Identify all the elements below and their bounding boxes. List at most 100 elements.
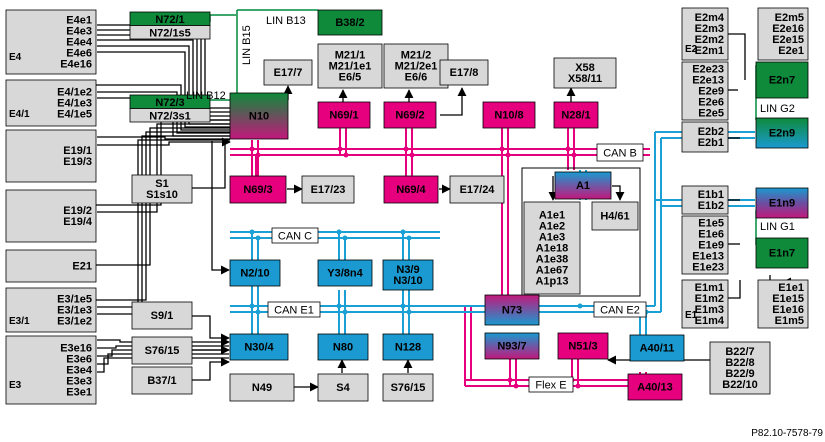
box-label: E19/4 bbox=[63, 216, 93, 228]
n49-box: N49 bbox=[229, 373, 295, 402]
box-label: N3/10 bbox=[393, 275, 422, 287]
group-tag: E2 bbox=[685, 44, 698, 55]
box-label: X58 bbox=[575, 62, 595, 74]
group-tag: E3 bbox=[9, 380, 22, 391]
box-label: E4e6 bbox=[66, 48, 92, 60]
svg-text:CAN B: CAN B bbox=[603, 148, 637, 160]
box-label: E2e1 bbox=[778, 45, 804, 57]
box-label: N69/2 bbox=[395, 110, 424, 122]
box-label: B22/9 bbox=[725, 368, 754, 380]
box-label: E3e1 bbox=[66, 387, 92, 399]
a40-13-box: A40/13 bbox=[627, 373, 683, 401]
box-label: A1p13 bbox=[535, 276, 568, 288]
box-label: E4/1e5 bbox=[57, 109, 92, 121]
box-label: N72/1s5 bbox=[149, 27, 191, 39]
svg-text:LIN B15: LIN B15 bbox=[241, 25, 253, 65]
can-b-label: CAN B bbox=[596, 143, 644, 162]
box-label: E6/6 bbox=[405, 72, 428, 84]
svg-text:CAN E2: CAN E2 bbox=[600, 305, 640, 317]
box-label: E2m3 bbox=[695, 23, 724, 35]
svg-text:CAN E1: CAN E1 bbox=[274, 305, 314, 317]
b38-2-box: B38/2 bbox=[317, 9, 383, 36]
box-label: A40/11 bbox=[640, 343, 675, 355]
box-label: E2e5 bbox=[698, 108, 724, 120]
box-label: S9/1 bbox=[151, 310, 174, 322]
box-label: E4e4 bbox=[66, 37, 93, 49]
box-label: N51/3 bbox=[568, 341, 597, 353]
s76-15a-box: S76/15 bbox=[131, 336, 193, 365]
box-label: M21/2e1 bbox=[395, 61, 438, 73]
box-label: N72/3 bbox=[155, 97, 184, 109]
n69-2-box: N69/2 bbox=[383, 101, 437, 129]
box-label: E17/23 bbox=[311, 184, 346, 196]
box-label: A1e1 bbox=[539, 210, 565, 222]
box-label: E1e15 bbox=[772, 293, 804, 305]
n30-4-box: N30/4 bbox=[229, 333, 289, 361]
box-label: N69/1 bbox=[329, 110, 358, 122]
box-label: E3/1e5 bbox=[57, 294, 92, 306]
can-e1-label: CAN E1 bbox=[267, 301, 321, 318]
n51-3-box: N51/3 bbox=[557, 332, 609, 360]
h4-61-box: H4/61 bbox=[591, 201, 639, 231]
reference-code: P82.10-7578-79 bbox=[751, 428, 823, 439]
box-label: E4e3 bbox=[66, 26, 92, 38]
box-label: M21/1 bbox=[335, 50, 366, 62]
s76-15b-box: S76/15 bbox=[382, 373, 434, 402]
box-label: E2e13 bbox=[692, 75, 724, 87]
box-label: E1m3 bbox=[695, 304, 724, 316]
box-label: E1e13 bbox=[692, 251, 724, 263]
e1n9-box: E1n9 bbox=[755, 187, 809, 219]
box-label: E2b1 bbox=[698, 137, 724, 149]
box-label: Y3/8n4 bbox=[327, 268, 363, 280]
box-label: E3e6 bbox=[66, 354, 92, 366]
box-label: E17/7 bbox=[274, 67, 303, 79]
box-label: E2m1 bbox=[695, 45, 724, 57]
box-label: E1e9 bbox=[698, 240, 724, 252]
box-label: E3/1e3 bbox=[57, 305, 92, 317]
box-label: M21/1e1 bbox=[329, 61, 372, 73]
box-label: E4e16 bbox=[60, 59, 92, 71]
box-label: A1e38 bbox=[536, 254, 568, 266]
box-label: E2m4 bbox=[695, 12, 725, 24]
e2n7-box: E2n7 bbox=[755, 61, 809, 99]
box-label: E1e1 bbox=[778, 282, 804, 294]
n28-1-box: N28/1 bbox=[553, 101, 599, 129]
box-label: E2n9 bbox=[769, 128, 795, 140]
box-label: A1e67 bbox=[536, 265, 568, 277]
box-label: E3e16 bbox=[60, 343, 92, 355]
group-tag: E1 bbox=[685, 310, 698, 321]
box-label: E2e6 bbox=[698, 97, 724, 109]
group-tag: E3/1 bbox=[9, 316, 30, 327]
box-label: E6/5 bbox=[339, 72, 362, 84]
box-label: A40/13 bbox=[637, 382, 672, 394]
box-label: N49 bbox=[252, 382, 272, 394]
lin-g2-label: LIN G2 bbox=[760, 103, 795, 115]
n10-8-box: N10/8 bbox=[482, 101, 536, 129]
box-label: E1m4 bbox=[695, 315, 725, 327]
box-label: E3e3 bbox=[66, 376, 92, 388]
a1-container bbox=[521, 167, 641, 297]
box-label: M21/2 bbox=[401, 50, 432, 62]
n69-1-box: N69/1 bbox=[317, 101, 371, 129]
box-label: S4 bbox=[336, 382, 350, 394]
box-label: E1e6 bbox=[698, 229, 724, 241]
n93-7-box: N93/7 bbox=[484, 332, 540, 360]
lin-b13-label: LIN B13 bbox=[266, 15, 306, 27]
a1-box: A1 bbox=[554, 171, 612, 200]
box-label: N2/10 bbox=[240, 268, 269, 280]
n10-box: N10 bbox=[229, 92, 289, 140]
box-label: N3/9 bbox=[396, 264, 419, 276]
box-label: N73 bbox=[502, 305, 522, 317]
box-label: S76/15 bbox=[145, 345, 180, 357]
